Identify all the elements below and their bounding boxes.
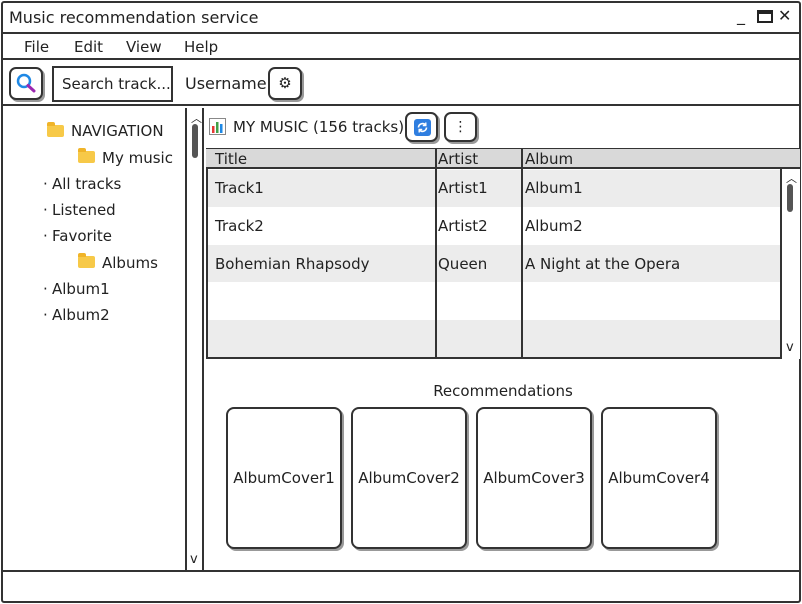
album-cover-label: AlbumCover4 xyxy=(608,469,710,487)
cell-album: A Night at the Opera xyxy=(525,255,681,273)
folder-icon xyxy=(78,253,95,268)
table-left-border xyxy=(206,148,208,359)
nav-item-albums[interactable]: Albums xyxy=(102,254,158,272)
bullet-icon: · xyxy=(43,280,48,298)
table-scroll-thumb[interactable] xyxy=(787,184,793,212)
cell-album: Album1 xyxy=(525,179,583,197)
scroll-up-icon[interactable]: ︿ xyxy=(191,112,202,125)
nav-item-favorite[interactable]: Favorite xyxy=(52,227,112,245)
album-cover-card[interactable]: AlbumCover3 xyxy=(476,407,592,549)
table-scrollbar[interactable]: ︿ v xyxy=(780,169,800,359)
window-title: Music recommendation service xyxy=(9,8,259,27)
scroll-down-icon[interactable]: v xyxy=(190,552,198,567)
album-cover-label: AlbumCover3 xyxy=(483,469,585,487)
nav-item-all-tracks[interactable]: All tracks xyxy=(52,175,122,193)
nav-item-album2[interactable]: Album2 xyxy=(52,306,110,324)
refresh-button[interactable] xyxy=(405,112,438,142)
folder-icon xyxy=(47,122,64,137)
menu-view[interactable]: View xyxy=(126,38,162,56)
scroll-up-icon[interactable]: ︿ xyxy=(786,172,797,185)
library-title: MY MUSIC (156 tracks) xyxy=(233,118,405,136)
column-divider[interactable] xyxy=(435,148,437,359)
menu-file[interactable]: File xyxy=(24,38,50,56)
menu-help[interactable]: Help xyxy=(184,38,219,56)
nav-item-album1[interactable]: Album1 xyxy=(52,280,110,298)
maximize-button[interactable] xyxy=(757,10,773,23)
table-row-empty xyxy=(208,320,781,357)
folder-icon xyxy=(78,148,95,163)
cell-artist: Artist2 xyxy=(438,217,488,235)
status-bar xyxy=(3,572,799,601)
cell-artist: Artist1 xyxy=(438,179,488,197)
nav-item-my-music[interactable]: My music xyxy=(102,149,173,167)
search-icon xyxy=(16,73,36,93)
settings-button[interactable]: ⚙ xyxy=(268,67,302,100)
sidebar-scrollbar[interactable]: ︿ v xyxy=(185,108,204,570)
column-header-title[interactable]: Title xyxy=(215,150,248,168)
cell-title: Track2 xyxy=(215,217,264,235)
status-bar-divider xyxy=(3,570,799,572)
album-cover-label: AlbumCover1 xyxy=(233,469,335,487)
cell-album: Album2 xyxy=(525,217,583,235)
more-options-button[interactable]: ⋮ xyxy=(444,112,477,142)
table-row[interactable] xyxy=(208,207,781,245)
table-row[interactable] xyxy=(208,170,781,207)
cell-title: Bohemian Rhapsody xyxy=(215,255,370,273)
column-header-album[interactable]: Album xyxy=(525,150,574,168)
bullet-icon: · xyxy=(43,306,48,324)
search-button[interactable] xyxy=(9,67,43,100)
library-chart-icon xyxy=(209,118,226,135)
table-header xyxy=(206,149,800,169)
table-row[interactable] xyxy=(208,245,781,282)
nav-item-listened[interactable]: Listened xyxy=(52,201,116,219)
column-divider[interactable] xyxy=(521,148,523,359)
recommendations-title: Recommendations xyxy=(433,382,573,400)
gear-icon: ⚙ xyxy=(278,74,292,92)
cell-artist: Queen xyxy=(438,255,488,273)
menu-edit[interactable]: Edit xyxy=(74,38,104,56)
album-cover-card[interactable]: AlbumCover2 xyxy=(351,407,467,549)
cell-title: Track1 xyxy=(215,179,264,197)
navigation-root[interactable]: NAVIGATION xyxy=(71,122,164,140)
title-bar xyxy=(3,3,799,34)
album-cover-card[interactable]: AlbumCover1 xyxy=(226,407,342,549)
album-cover-label: AlbumCover2 xyxy=(358,469,460,487)
scroll-down-icon[interactable]: v xyxy=(786,340,794,355)
bullet-icon: · xyxy=(43,175,48,193)
close-button[interactable]: ✕ xyxy=(778,6,792,25)
refresh-icon xyxy=(414,119,431,136)
menu-bar xyxy=(3,35,799,60)
table-row-empty xyxy=(208,282,781,320)
toolbar xyxy=(3,62,799,106)
username-label: Username xyxy=(185,74,267,93)
bullet-icon: · xyxy=(43,201,48,219)
column-header-artist[interactable]: Artist xyxy=(438,150,479,168)
sidebar-scroll-thumb[interactable] xyxy=(192,124,198,158)
more-vertical-icon: ⋮ xyxy=(453,119,468,135)
search-input[interactable]: Search track... xyxy=(52,66,173,102)
sidebar xyxy=(3,108,204,570)
minimize-button[interactable]: _ xyxy=(737,6,745,25)
album-cover-card[interactable]: AlbumCover4 xyxy=(601,407,717,549)
bullet-icon: · xyxy=(43,227,48,245)
